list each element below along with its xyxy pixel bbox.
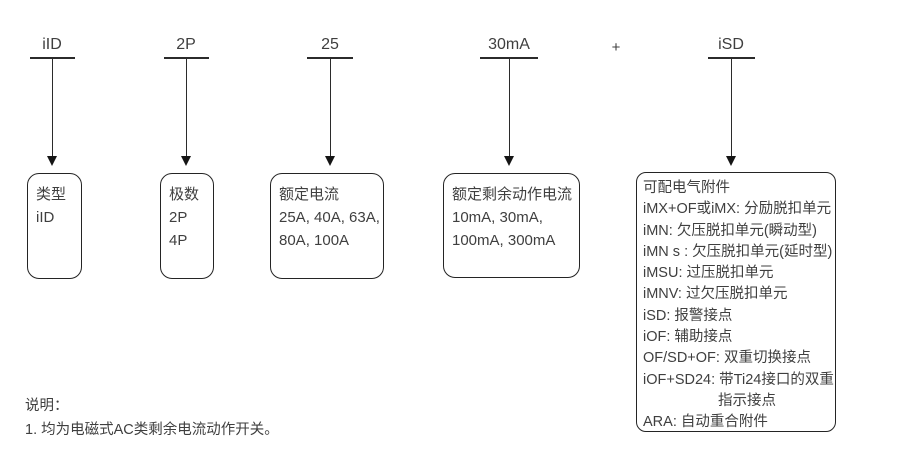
box-title: 类型 [36, 186, 67, 203]
code-label-poles: 2P [176, 36, 196, 53]
arrow-down-icon [181, 156, 191, 166]
box-title: 极数 [169, 186, 200, 203]
code-label-type: iID [42, 36, 62, 53]
box-line: iOF+SD24: 带Ti24接口的双重 [643, 371, 834, 388]
plus-sign: + [611, 39, 621, 56]
arrow-line [730, 58, 732, 157]
arrow-down-icon [504, 156, 514, 166]
code-label-residual-current: 30mA [488, 36, 530, 53]
box-line: 10mA, 30mA, [452, 209, 543, 226]
arrow-down-icon [47, 156, 57, 166]
box-title: 额定电流 [279, 186, 340, 203]
box-line: iMSU: 过压脱扣单元 [643, 265, 774, 282]
box-line: iMNV: 过欠压脱扣单元 [643, 286, 788, 303]
residual-current-box: 额定剩余动作电流 10mA, 30mA, 100mA, 300mA [443, 173, 580, 278]
arrow-down-icon [325, 156, 335, 166]
underline [30, 57, 75, 59]
box-line: iID [36, 209, 55, 226]
box-line: 25A, 40A, 63A, [279, 209, 380, 226]
box-line: ARA: 自动重合附件 [643, 414, 768, 431]
box-line: OF/SD+OF: 双重切换接点 [643, 350, 811, 367]
arrow-line [329, 58, 331, 157]
arrow-down-icon [726, 156, 736, 166]
note-item: 1. 均为电磁式AC类剩余电流动作开关。 [25, 422, 279, 438]
accessories-box: 可配电气附件 iMX+OF或iMX: 分励脱扣单元 iMN: 欠压脱扣单元(瞬动… [636, 172, 836, 432]
box-line: iMN: 欠压脱扣单元(瞬动型) [643, 222, 817, 239]
type-box: 类型 iID [27, 173, 82, 279]
box-title: 可配电气附件 [643, 180, 730, 196]
box-line: iOF: 辅助接点 [643, 329, 733, 346]
box-line: 100mA, 300mA [452, 232, 556, 249]
arrow-line [185, 58, 187, 157]
box-line: 2P [169, 209, 188, 226]
box-line-continuation: 指示接点 [718, 392, 776, 409]
rated-current-box: 额定电流 25A, 40A, 63A, 80A, 100A [270, 173, 384, 279]
arrow-line [508, 58, 510, 157]
notes-heading: 说明： [25, 398, 69, 414]
code-label-rated-current: 25 [321, 36, 339, 53]
poles-box: 极数 2P 4P [160, 173, 214, 279]
arrow-line [51, 58, 53, 157]
box-line: iSD: 报警接点 [643, 307, 733, 324]
underline [480, 57, 538, 59]
underline [708, 57, 755, 59]
code-label-accessory: iSD [718, 36, 744, 53]
underline [307, 57, 353, 59]
box-line: iMX+OF或iMX: 分励脱扣单元 [643, 201, 832, 218]
underline [164, 57, 209, 59]
box-title: 额定剩余动作电流 [452, 186, 573, 203]
box-line: 4P [169, 232, 188, 249]
box-line: iMN s : 欠压脱扣单元(延时型) [643, 243, 833, 260]
box-line: 80A, 100A [279, 232, 350, 249]
